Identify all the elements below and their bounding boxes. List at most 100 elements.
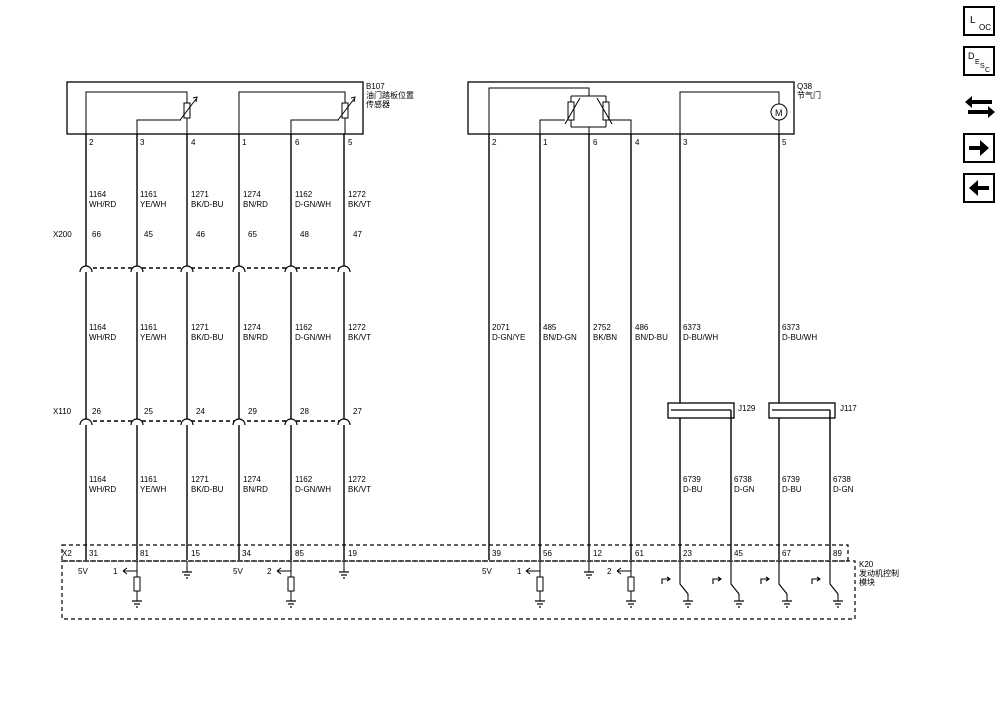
k20-pin: 45 [734, 549, 743, 558]
k20-name: 发动机控制 [859, 568, 899, 578]
k20-5v-label: 5V [482, 567, 492, 576]
wire-circuit: 6739 [782, 475, 800, 484]
wire-circuit: 6739 [683, 475, 701, 484]
k20-pin: 67 [782, 549, 791, 558]
wire-color: D-GN/WH [295, 333, 331, 342]
q38-id: Q38 [797, 82, 813, 91]
k20-pin: 23 [683, 549, 692, 558]
b107-name: 油门踏板位置 [366, 90, 414, 100]
k20-pin: 61 [635, 549, 644, 558]
desc-letter-e: E [975, 59, 980, 66]
previous-button[interactable] [963, 173, 995, 203]
b107-id: B107 [366, 82, 385, 91]
wire-color: D-GN/YE [492, 333, 525, 342]
q38-pin: 3 [683, 138, 688, 147]
q38-name: 节气门 [797, 90, 821, 100]
ground-icon [131, 596, 143, 608]
k20-signal-label: 2 [267, 567, 272, 576]
desc-letter-c: C [985, 67, 990, 74]
wire-color: D-GN [734, 485, 755, 494]
k20-ecm: X2 K20 发动机控制 模块 31 81 15 34 85 19 39 56 … [61, 544, 899, 620]
x200-pin: 65 [248, 230, 257, 239]
x110-pin: 26 [92, 407, 101, 416]
k20-pin: 81 [140, 549, 149, 558]
swap-button[interactable] [962, 92, 998, 122]
loc-button[interactable]: L OC [963, 6, 995, 36]
swap-arrows-icon [965, 96, 995, 118]
b107-name-2: 传感器 [366, 99, 390, 109]
k20-signal-label: 1 [517, 567, 522, 576]
wire-color: YE/WH [140, 485, 166, 494]
j117-label: J117 [840, 404, 857, 413]
wire-circuit: 1164 [89, 190, 107, 199]
wire-circuit: 1274 [243, 475, 261, 484]
desc-letter-d: D [968, 51, 975, 61]
desc-icon: D E S C [968, 51, 990, 74]
wire-color: D-BU [683, 485, 703, 494]
ground-icon [338, 567, 350, 579]
loc-letters-oc: OC [979, 23, 991, 32]
wire-color: BK/VT [348, 485, 371, 494]
b107-pin: 2 [89, 138, 94, 147]
wire-color: WH/RD [89, 333, 116, 342]
wire-circuit: 1164 [89, 323, 107, 332]
next-button[interactable] [963, 133, 995, 163]
k20-pin: 89 [833, 549, 842, 558]
wire-circuit: 1271 [191, 323, 209, 332]
wire-circuit: 6738 [734, 475, 752, 484]
x110-pin: 24 [196, 407, 205, 416]
wire-circuit: 2752 [593, 323, 611, 332]
k20-name-2: 模块 [859, 577, 875, 587]
ground-icon [285, 596, 297, 608]
wire-color: BK/VT [348, 200, 371, 209]
b107-sensor: B107 油门踏板位置 传感器 2 3 4 1 6 5 [66, 81, 414, 147]
x200-pin: 46 [196, 230, 205, 239]
k20-5v-label: 5V [78, 567, 88, 576]
loc-icon: L OC [970, 15, 991, 32]
wire-circuit: 1271 [191, 475, 209, 484]
b107-pin: 1 [242, 138, 247, 147]
arrow-left-icon [969, 180, 989, 196]
wire-color: BN/RD [243, 200, 268, 209]
ground-icon [781, 596, 793, 608]
wire-circuit: 6373 [683, 323, 701, 332]
left-wire-labels: 1164 WH/RD 1161 YE/WH 1271 BK/D-BU 1274 … [89, 190, 371, 494]
k20-pin: 19 [348, 549, 357, 558]
x200-pin: 47 [353, 230, 362, 239]
desc-button[interactable]: D E S C [963, 46, 995, 76]
b107-pin: 6 [295, 138, 300, 147]
wire-circuit: 1271 [191, 190, 209, 199]
wire-circuit: 485 [543, 323, 557, 332]
loc-letter-l: L [970, 15, 976, 26]
ground-icon [583, 567, 595, 579]
q38-pin: 6 [593, 138, 598, 147]
k20-housing [61, 560, 856, 620]
x200-label: X200 [53, 230, 72, 239]
splice-wire-labels: 6739 D-BU 6738 D-GN 6739 D-BU 6738 D-GN [683, 475, 854, 494]
wire-color: BN/D-GN [543, 333, 577, 342]
wire-color: D-GN/WH [295, 200, 331, 209]
wire-color: YE/WH [140, 333, 166, 342]
wire-circuit: 1272 [348, 475, 366, 484]
wire-color: D-GN/WH [295, 485, 331, 494]
wire-color: BK/BN [593, 333, 617, 342]
wire-circuit: 1274 [243, 323, 261, 332]
k20-pin: 12 [593, 549, 602, 558]
wire-circuit: 486 [635, 323, 649, 332]
wire-circuit: 1272 [348, 190, 366, 199]
q38-pin: 2 [492, 138, 497, 147]
wire-color: WH/RD [89, 485, 116, 494]
ground-icon [181, 567, 193, 579]
wire-circuit: 1162 [295, 190, 313, 199]
wire-circuit: 6373 [782, 323, 800, 332]
q38-pin: 5 [782, 138, 787, 147]
ground-symbols [131, 567, 637, 608]
b107-pin: 3 [140, 138, 145, 147]
ground-icon [625, 596, 637, 608]
wire-color: BK/D-BU [191, 200, 224, 209]
wire-color: YE/WH [140, 200, 166, 209]
wiring-diagram: B107 油门踏板位置 传感器 2 3 4 1 6 5 Q38 节气门 [53, 81, 899, 620]
k20-pin: 15 [191, 549, 200, 558]
x200-pin: 48 [300, 230, 309, 239]
b107-pin: 4 [191, 138, 196, 147]
